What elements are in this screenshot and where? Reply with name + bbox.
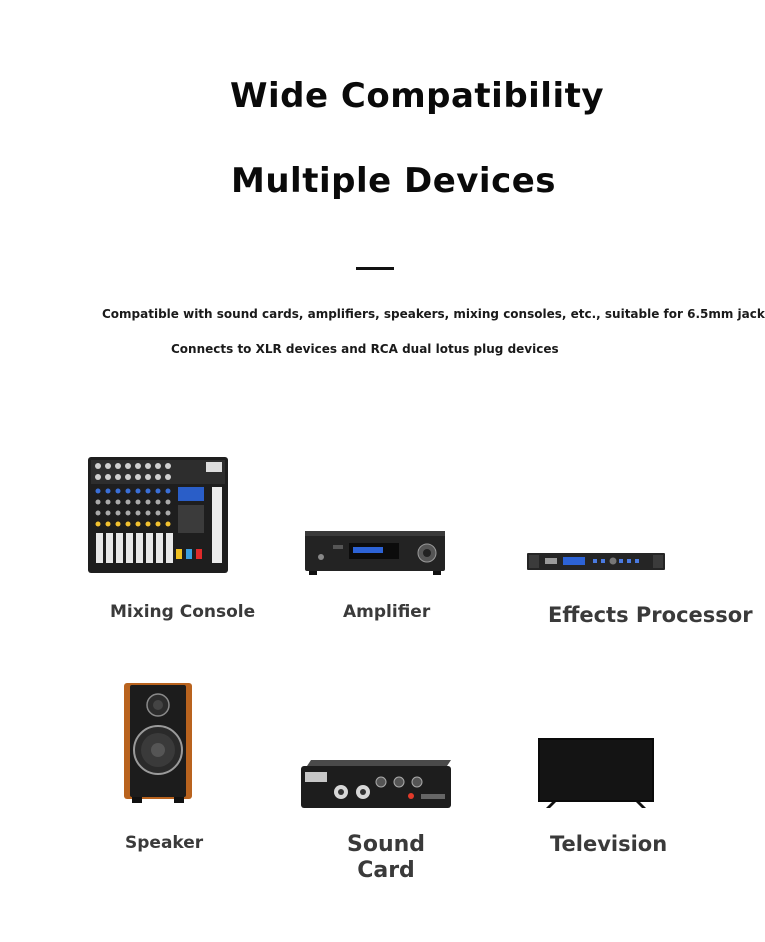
description-line-2: Connects to XLR devices and RCA dual lot… (171, 342, 559, 356)
heading-divider (356, 267, 394, 270)
mixing-console-image (88, 457, 228, 573)
heading-line-2: Multiple Devices (231, 161, 557, 201)
device-label-television: Television (550, 832, 668, 856)
sound-card-image (301, 760, 453, 810)
device-label-amplifier: Amplifier (343, 602, 431, 622)
device-label-mixing-console: Mixing Console (110, 602, 256, 622)
device-label-sound-card-line-1: Sound (346, 832, 426, 857)
device-label-effects-processor: Effects Processor (548, 603, 753, 627)
device-label-sound-card: Sound Card (336, 832, 436, 884)
amplifier-image (305, 531, 445, 575)
effects-processor-image (527, 552, 665, 572)
description-line-1: Compatible with sound cards, amplifiers,… (102, 307, 765, 321)
device-label-speaker: Speaker (125, 833, 204, 853)
speaker-image (124, 683, 192, 803)
television-image (538, 738, 654, 810)
heading-line-1: Wide Compatibility (230, 76, 605, 116)
device-label-sound-card-line-2: Card (357, 858, 415, 883)
